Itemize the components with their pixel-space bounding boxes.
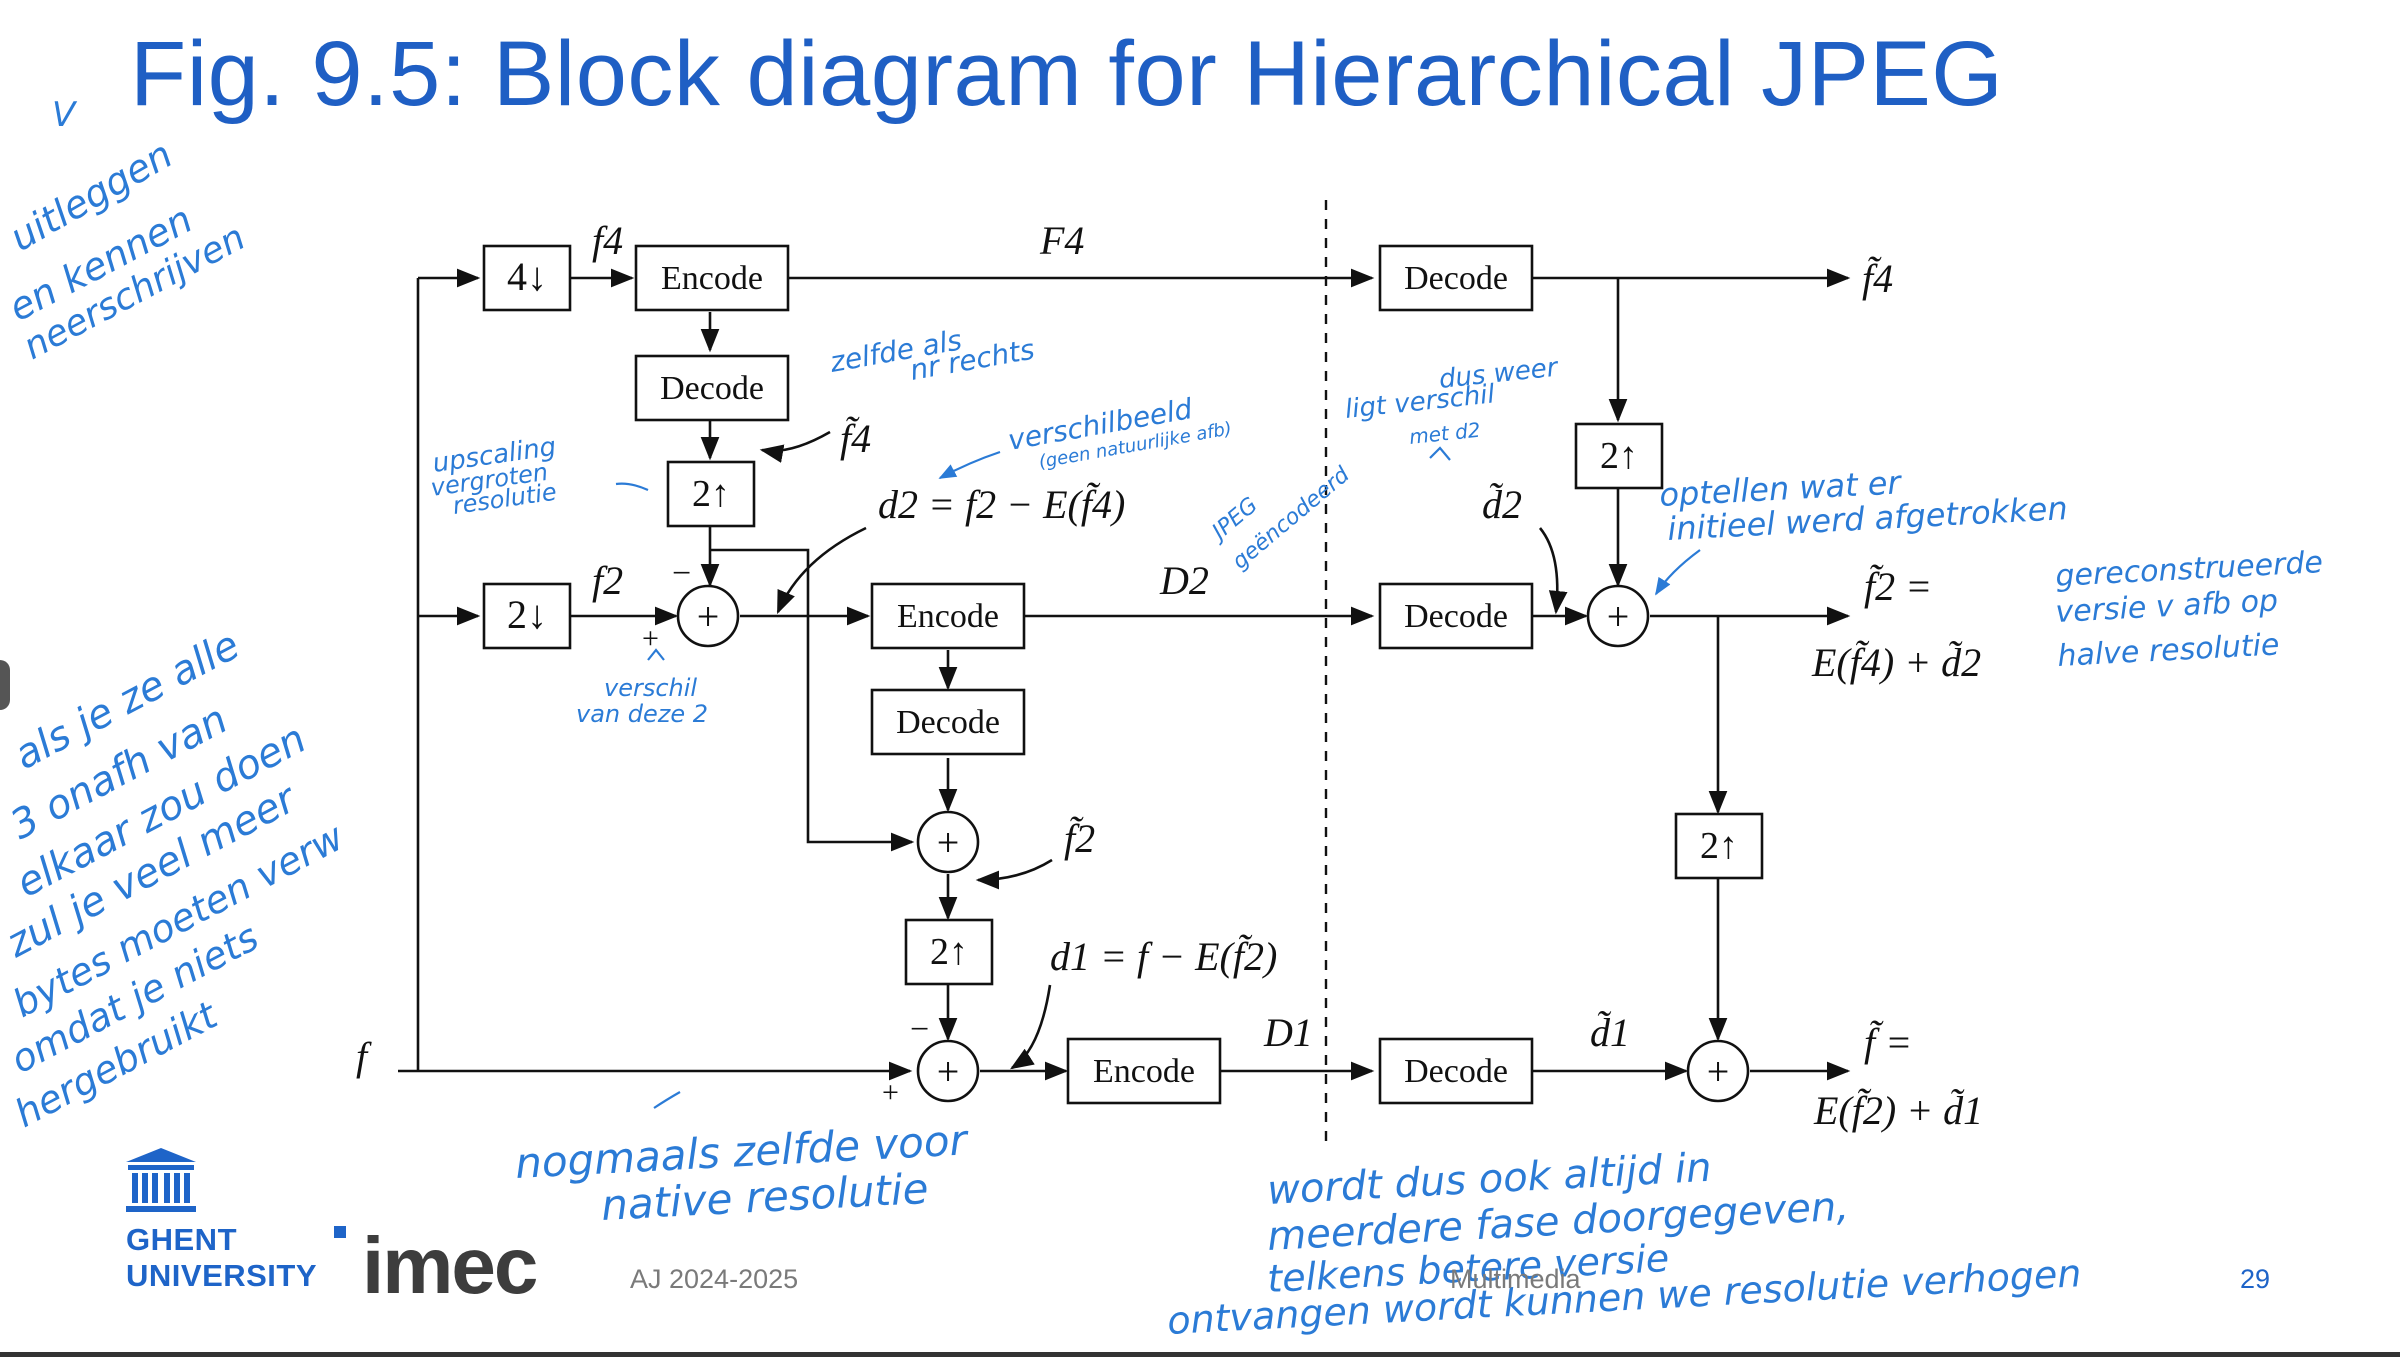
sum-node-row2 bbox=[676, 584, 740, 648]
slide-title: Fig. 9.5: Block diagram for Hierarchical… bbox=[130, 23, 2004, 125]
decode-box-row1 bbox=[634, 354, 790, 422]
sum-node-mid bbox=[916, 810, 980, 874]
up2-label-row1: 2↑ bbox=[692, 473, 730, 515]
decode-label-row1: Decode bbox=[660, 370, 764, 407]
sum-glyph-2: + bbox=[937, 820, 960, 865]
label-f4: f4 bbox=[592, 218, 623, 263]
university-name-line2: UNIVERSITY bbox=[126, 1258, 318, 1293]
upsample-box-right1 bbox=[1574, 422, 1664, 490]
note-diffthese-1: verschil bbox=[604, 674, 697, 702]
sum-glyph-1: + bbox=[697, 594, 720, 639]
university-logo-icon bbox=[126, 1148, 196, 1212]
scroll-indicator[interactable] bbox=[0, 660, 10, 710]
encode-label-row1: Encode bbox=[661, 260, 763, 297]
encode-box-row1 bbox=[634, 244, 790, 312]
encode-box-row2 bbox=[870, 582, 1026, 650]
downsample-4-box bbox=[482, 244, 572, 312]
upsample-box-row1 bbox=[666, 460, 756, 528]
upsample-box-row2 bbox=[904, 918, 994, 986]
encode-box-row3 bbox=[1066, 1037, 1222, 1105]
note-again-3: met d2 bbox=[1408, 418, 1482, 449]
footer-course: Multimedia bbox=[1450, 1264, 1581, 1294]
down2-label: 2↓ bbox=[507, 592, 547, 637]
note-diffthese-2: van deze 2 bbox=[576, 700, 708, 728]
sum-glyph-3: + bbox=[937, 1049, 960, 1094]
label-f-tilde-out-1: f̃ = bbox=[1864, 1020, 1912, 1065]
label-F4: F4 bbox=[1039, 218, 1084, 263]
label-f4-tilde: f̃4 bbox=[840, 416, 871, 461]
upsample-box-right2 bbox=[1674, 812, 1764, 880]
minus-sign-row3: − bbox=[910, 1011, 929, 1048]
sum-glyph-5: + bbox=[1707, 1049, 1730, 1094]
university-name-line1: GHENT bbox=[126, 1222, 237, 1257]
label-d1-tilde: d̃1 bbox=[1590, 1010, 1630, 1055]
decode-box-right3 bbox=[1378, 1037, 1534, 1105]
sum-glyph-4: + bbox=[1607, 594, 1630, 639]
decode-label-right3: Decode bbox=[1404, 1053, 1508, 1090]
up2-label-right2: 2↑ bbox=[1700, 825, 1738, 867]
imec-logo: imec bbox=[362, 1221, 538, 1310]
label-d1-equation: d1 = f − E(f̃2) bbox=[1050, 934, 1277, 979]
decode-box-right1 bbox=[1378, 244, 1534, 312]
label-f2-tilde-out-2: E(f̃4) + d̃2 bbox=[1811, 640, 1981, 685]
label-f2-tilde-out-1: f̃2 = bbox=[1864, 564, 1932, 609]
plus-sign-row2: + bbox=[642, 622, 659, 655]
decode-box-row2 bbox=[870, 688, 1026, 756]
note-v: V bbox=[52, 95, 78, 135]
page-number: 29 bbox=[2240, 1264, 2271, 1294]
encode-label-row2: Encode bbox=[897, 598, 999, 635]
label-D2: D2 bbox=[1159, 558, 1209, 603]
label-d2-tilde: d̃2 bbox=[1482, 482, 1522, 527]
label-f-input: f bbox=[356, 1034, 372, 1079]
up2-label-row2: 2↑ bbox=[930, 931, 968, 973]
decode-box-right2 bbox=[1378, 582, 1534, 650]
footer-year: AJ 2024-2025 bbox=[630, 1264, 799, 1294]
downsample-2-box bbox=[482, 582, 572, 650]
label-f-tilde-out-2: E(f̃2) + d̃1 bbox=[1813, 1088, 1983, 1133]
sum-node-row3 bbox=[916, 1039, 980, 1103]
sum-node-right2 bbox=[1586, 584, 1650, 648]
label-f4-tilde-out: f̃4 bbox=[1862, 256, 1893, 301]
label-D1: D1 bbox=[1263, 1010, 1313, 1055]
imec-dot bbox=[334, 1226, 346, 1238]
label-f2-tilde: f̃2 bbox=[1064, 816, 1095, 861]
decode-label-right1: Decode bbox=[1404, 260, 1508, 297]
label-d2-equation: d2 = f2 − E(f̃4) bbox=[878, 482, 1125, 527]
minus-sign-row2: − bbox=[672, 555, 691, 592]
slide-bottom-border bbox=[0, 1352, 2400, 1357]
note-recon-1: gereconstrueerde bbox=[2055, 545, 2324, 594]
label-f2: f2 bbox=[592, 558, 623, 603]
note-recon-3: halve resolutie bbox=[2057, 627, 2281, 674]
decode-label-right2: Decode bbox=[1404, 598, 1508, 635]
up2-label-right1: 2↑ bbox=[1600, 435, 1638, 477]
encode-label-row3: Encode bbox=[1093, 1053, 1195, 1090]
sum-node-right3 bbox=[1686, 1039, 1750, 1103]
decode-label-row2: Decode bbox=[896, 704, 1000, 741]
down4-label: 4↓ bbox=[507, 254, 547, 299]
plus-sign-row3: + bbox=[882, 1076, 899, 1109]
handwritten-annotations: V uitleggen en kennen neerschrijven zelf… bbox=[0, 95, 2324, 1343]
